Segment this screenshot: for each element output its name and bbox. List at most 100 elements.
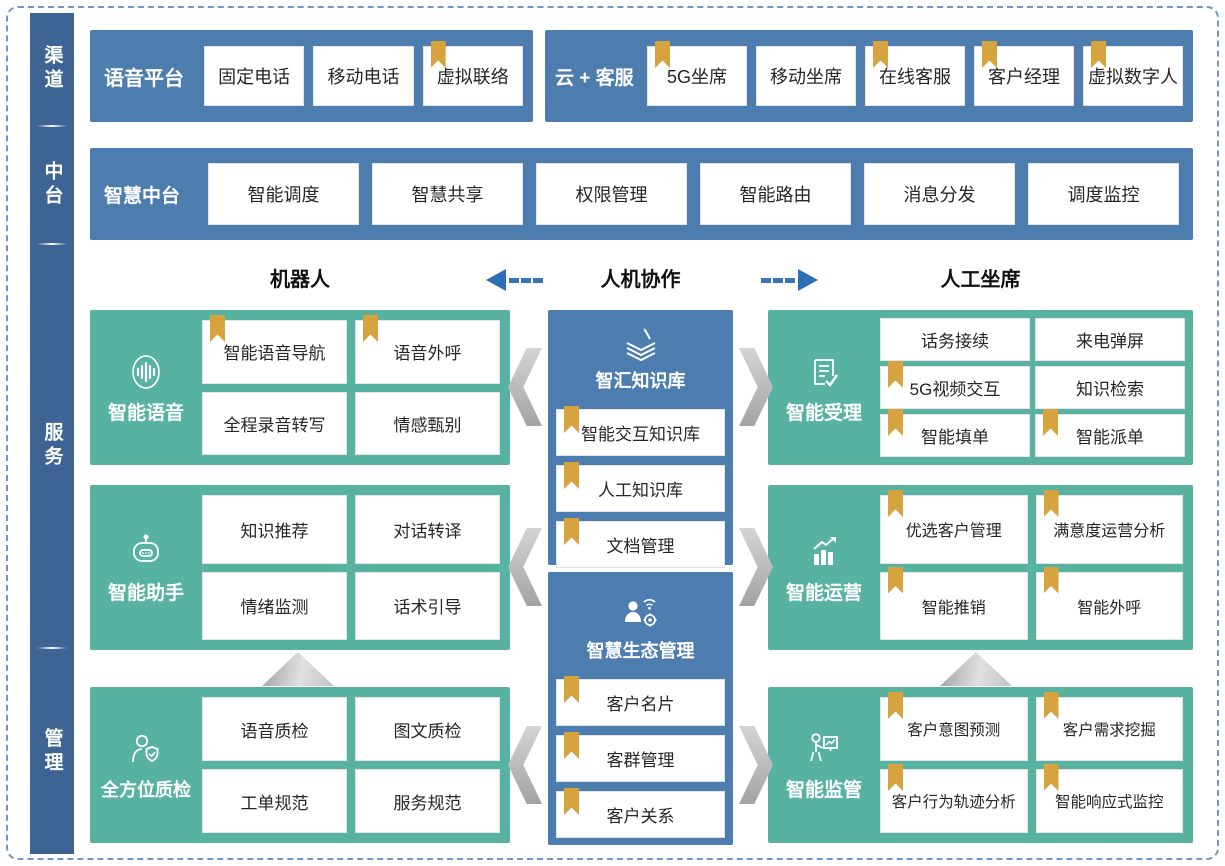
item-box: 工单规范: [202, 769, 347, 833]
sidebar-label: 管理: [41, 727, 63, 776]
panel-item-list: 固定电话移动电话虚拟联络: [204, 41, 523, 106]
bookmark-ribbon-icon: [1043, 566, 1059, 594]
block-item-list: 客户意图预测客户需求挖掘客户行为轨迹分析智能响应式监控: [880, 687, 1193, 843]
block-title: 智能受理: [785, 402, 862, 424]
item-box: 全程录音转写: [202, 391, 347, 455]
item-label: 文档管理: [606, 537, 675, 556]
item-box: 智能路由: [700, 163, 851, 225]
item-label: 5G坐席: [666, 67, 727, 87]
bookmark-ribbon-icon: [1091, 41, 1106, 68]
bookmark-ribbon-icon: [888, 692, 903, 719]
sidebar-label: 中台: [41, 161, 63, 209]
item-label: 优选客户管理: [905, 523, 1002, 541]
bookmark-ribbon-icon: [210, 315, 225, 342]
item-label: 移动电话: [327, 67, 400, 87]
smart-voice-block: 智能语音 智能语音导航语音外呼全程录音转写情感甄别: [90, 310, 510, 465]
block-item-list: 知识推荐对话转译情绪监测话术引导: [202, 485, 510, 650]
ecosystem-management-block: 智慧生态管理 客户名片客群管理客户关系: [548, 572, 733, 845]
column-header-human-agent: 人工坐席: [940, 269, 1021, 291]
panel-item-list: 智能调度智慧共享权限管理智能路由消息分发调度监控: [208, 163, 1179, 225]
arrow-right-icon: [758, 269, 818, 291]
block-title: 智能语音: [107, 402, 184, 424]
knowledge-book-icon: [621, 322, 661, 362]
item-box: 对话转译: [355, 495, 500, 564]
block-label-area: 智能受理: [768, 310, 880, 465]
item-box: 人工知识库: [556, 462, 725, 512]
ecosystem-icon: [620, 592, 662, 632]
item-box: 情感甄别: [355, 391, 500, 455]
arrow-left-icon: [486, 269, 546, 291]
sidebar-section-management: 管理: [30, 649, 74, 854]
quality-inspection-block: 全方位质检 语音质检图文质检工单规范服务规范: [90, 687, 510, 843]
panel-title: 云 + 客服: [555, 67, 634, 89]
block-title: 智汇知识库: [595, 371, 686, 391]
item-box: 文档管理: [556, 518, 725, 568]
item-label: 调度监控: [1067, 185, 1140, 205]
item-label: 智能外呼: [1077, 599, 1142, 617]
item-label: 语音质检: [240, 721, 309, 741]
bookmark-ribbon-icon: [564, 788, 579, 815]
bookmark-ribbon-icon: [564, 462, 579, 489]
block-item-list: 语音质检图文质检工单规范服务规范: [202, 687, 510, 843]
item-label: 智能派单: [1076, 428, 1144, 447]
sidebar-label: 渠道: [41, 45, 63, 93]
bookmark-ribbon-icon: [564, 676, 579, 703]
panel-item-list: 5G坐席移动坐席在线客服客户经理虚拟数字人: [647, 41, 1183, 106]
block-title: 智能助手: [107, 582, 184, 604]
cloud-service-panel: 云 + 客服 5G坐席移动坐席在线客服客户经理虚拟数字人: [545, 30, 1193, 122]
item-label: 人工知识库: [598, 481, 683, 500]
item-label: 移动坐席: [770, 67, 842, 87]
item-label: 客户名片: [606, 695, 675, 714]
item-box: 权限管理: [536, 163, 687, 225]
panel-title: 语音平台: [104, 67, 184, 90]
item-box: 固定电话: [204, 46, 305, 106]
block-label-area: 智能语音: [90, 310, 202, 465]
item-box: 情绪监测: [202, 571, 347, 640]
bookmark-ribbon-icon: [873, 41, 888, 68]
arrowhead-right-icon: [798, 269, 818, 291]
block-title: 智慧生态管理: [586, 641, 695, 661]
item-box: 移动坐席: [756, 46, 856, 106]
item-label: 智慧共享: [411, 185, 484, 205]
bookmark-ribbon-icon: [430, 41, 446, 68]
item-label: 智能语音导航: [223, 344, 326, 364]
item-label: 工单规范: [240, 793, 309, 813]
item-box: 虚拟数字人: [1083, 41, 1183, 106]
item-box: 智能调度: [208, 163, 359, 225]
dashed-tail-icon: [761, 277, 795, 283]
item-box: 话术引导: [355, 571, 500, 640]
sidebar-divider: [37, 647, 67, 649]
item-box: 客群管理: [556, 732, 725, 782]
item-label: 客户关系: [606, 807, 675, 826]
sidebar-section-midplatform: 中台: [30, 127, 74, 243]
item-box: 客户行为轨迹分析: [880, 764, 1028, 833]
inspector-icon: [127, 729, 165, 769]
item-label: 情绪监测: [240, 598, 309, 618]
item-box: 满意度运营分析: [1035, 490, 1183, 564]
sidebar-section-channel: 渠道: [30, 13, 74, 125]
item-box: 移动电话: [313, 46, 414, 106]
item-label: 智能交互知识库: [581, 425, 700, 444]
layer-sidebar: 渠道 中台 服务 管理: [30, 13, 74, 854]
item-label: 客户需求挖掘: [1062, 722, 1156, 739]
item-label: 图文质检: [393, 721, 462, 741]
bookmark-ribbon-icon: [1043, 692, 1059, 719]
block-title: 智能监管: [785, 780, 862, 801]
item-box: 语音质检: [202, 697, 347, 761]
item-box: 客户意图预测: [880, 692, 1028, 761]
block-label-area: 智慧生态管理: [548, 572, 733, 673]
item-box: 客户需求挖掘: [1035, 692, 1183, 761]
bookmark-ribbon-icon: [363, 315, 378, 342]
item-box: 5G视频交互: [880, 361, 1030, 409]
item-label: 全程录音转写: [223, 415, 326, 435]
item-label: 智能推销: [921, 599, 986, 617]
voice-platform-panel: 语音平台 固定电话移动电话虚拟联络: [90, 30, 533, 122]
item-label: 5G视频交互: [909, 380, 1001, 399]
robot-icon: [127, 531, 165, 571]
item-box: 智慧共享: [372, 163, 523, 225]
bookmark-ribbon-icon: [888, 764, 903, 791]
item-label: 固定电话: [218, 67, 291, 87]
dashed-tail-icon: [509, 277, 543, 283]
